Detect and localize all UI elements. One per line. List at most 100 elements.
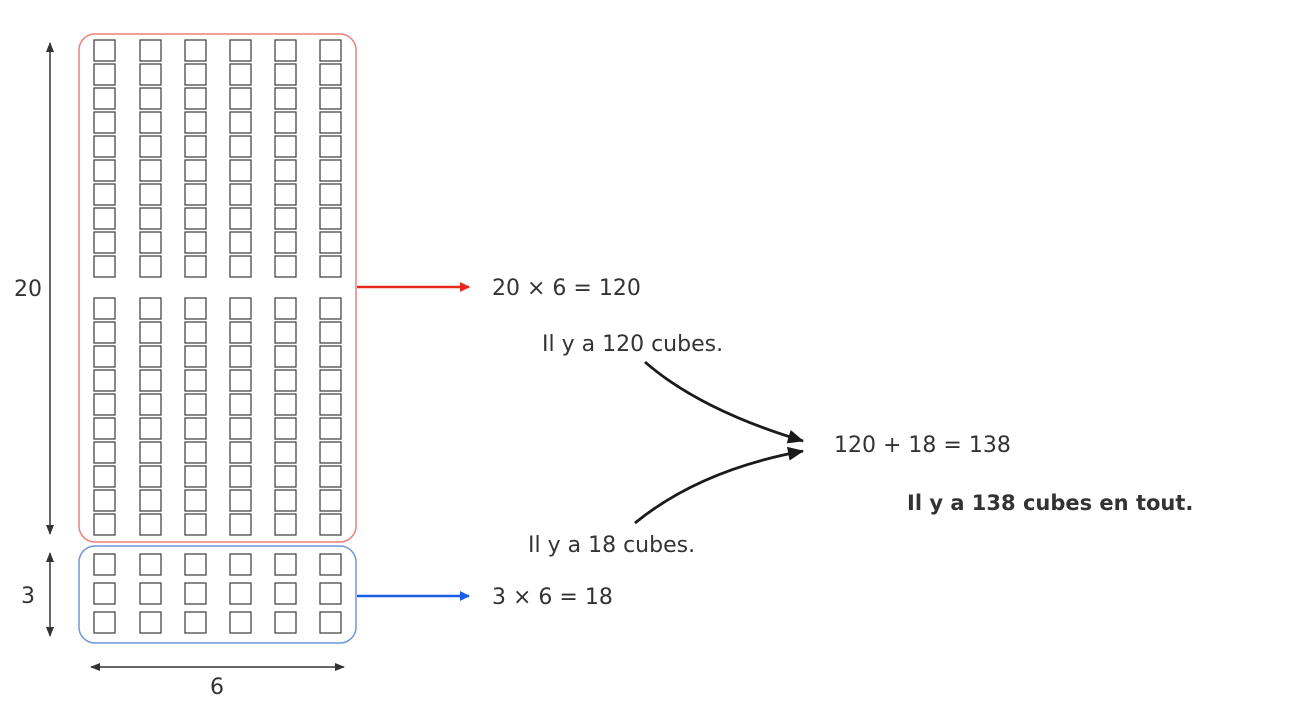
unit-cube: [319, 63, 342, 86]
unit-cube: [274, 297, 297, 320]
unit-cube: [319, 183, 342, 206]
unit-cube: [184, 465, 207, 488]
unit-cube: [319, 345, 342, 368]
unit-cube: [229, 441, 252, 464]
unit-cube: [184, 111, 207, 134]
unit-cube: [229, 489, 252, 512]
unit-cube: [93, 87, 116, 110]
unit-cube: [139, 393, 162, 416]
bottom-cube-grid: [93, 553, 342, 634]
unit-cube: [229, 321, 252, 344]
unit-cube: [229, 39, 252, 62]
unit-cube: [184, 39, 207, 62]
unit-cube: [184, 393, 207, 416]
unit-cube: [319, 441, 342, 464]
unit-cube: [274, 63, 297, 86]
unit-cube: [93, 321, 116, 344]
unit-cube: [319, 255, 342, 278]
bottom-sentence: Il y a 18 cubes.: [528, 533, 695, 558]
unit-cube: [229, 297, 252, 320]
unit-cube: [184, 255, 207, 278]
unit-cube: [319, 207, 342, 230]
unit-cube: [274, 417, 297, 440]
unit-cube: [184, 611, 207, 634]
unit-cube: [139, 345, 162, 368]
unit-cube: [139, 553, 162, 576]
bottom-equation: 3 × 6 = 18: [492, 585, 613, 610]
unit-cube: [319, 297, 342, 320]
unit-cube: [229, 465, 252, 488]
top-to-total-curved-arrow: [644, 360, 804, 444]
unit-cube: [319, 159, 342, 182]
unit-cube: [274, 513, 297, 536]
unit-cube: [229, 159, 252, 182]
unit-cube: [274, 369, 297, 392]
unit-cube: [274, 611, 297, 634]
width-6-label: 6: [210, 675, 224, 700]
bottom-to-total-curved-arrow: [634, 446, 804, 525]
unit-cube: [93, 63, 116, 86]
unit-cube: [229, 111, 252, 134]
unit-cube: [274, 553, 297, 576]
top-equation: 20 × 6 = 120: [492, 276, 641, 301]
height-20-label: 20: [14, 277, 42, 302]
unit-cube: [139, 465, 162, 488]
unit-cube: [139, 183, 162, 206]
unit-cube: [274, 582, 297, 605]
unit-cube: [184, 87, 207, 110]
unit-cube: [139, 255, 162, 278]
unit-cube: [274, 183, 297, 206]
unit-cube: [93, 39, 116, 62]
unit-cube: [319, 111, 342, 134]
unit-cube: [274, 345, 297, 368]
unit-cube: [229, 417, 252, 440]
unit-cube: [274, 207, 297, 230]
unit-cube: [229, 63, 252, 86]
unit-cube: [184, 321, 207, 344]
unit-cube: [319, 369, 342, 392]
unit-cube: [274, 393, 297, 416]
unit-cube: [139, 87, 162, 110]
unit-cube: [184, 513, 207, 536]
unit-cube: [229, 207, 252, 230]
unit-cube: [93, 159, 116, 182]
unit-cube: [319, 513, 342, 536]
unit-cube: [93, 417, 116, 440]
unit-cube: [184, 369, 207, 392]
unit-cube: [229, 582, 252, 605]
unit-cube: [319, 465, 342, 488]
unit-cube: [93, 465, 116, 488]
unit-cube: [93, 582, 116, 605]
unit-cube: [274, 489, 297, 512]
unit-cube: [319, 417, 342, 440]
unit-cube: [93, 183, 116, 206]
unit-cube: [139, 231, 162, 254]
unit-cube: [319, 135, 342, 158]
unit-cube: [229, 135, 252, 158]
unit-cube: [229, 553, 252, 576]
unit-cube: [229, 255, 252, 278]
unit-cube: [229, 393, 252, 416]
top-group-frame: [78, 33, 357, 543]
height-3-label: 3: [21, 584, 35, 609]
unit-cube: [93, 441, 116, 464]
unit-cube: [139, 63, 162, 86]
unit-cube: [139, 159, 162, 182]
unit-cube: [184, 231, 207, 254]
unit-cube: [139, 321, 162, 344]
unit-cube: [184, 553, 207, 576]
unit-cube: [139, 417, 162, 440]
unit-cube: [274, 321, 297, 344]
unit-cube: [274, 39, 297, 62]
unit-cube: [184, 183, 207, 206]
unit-cube: [184, 297, 207, 320]
unit-cube: [184, 582, 207, 605]
unit-cube: [184, 417, 207, 440]
unit-cube: [274, 159, 297, 182]
unit-cube: [93, 369, 116, 392]
unit-cube: [93, 255, 116, 278]
unit-cube: [319, 39, 342, 62]
unit-cube: [139, 513, 162, 536]
unit-cube: [139, 441, 162, 464]
